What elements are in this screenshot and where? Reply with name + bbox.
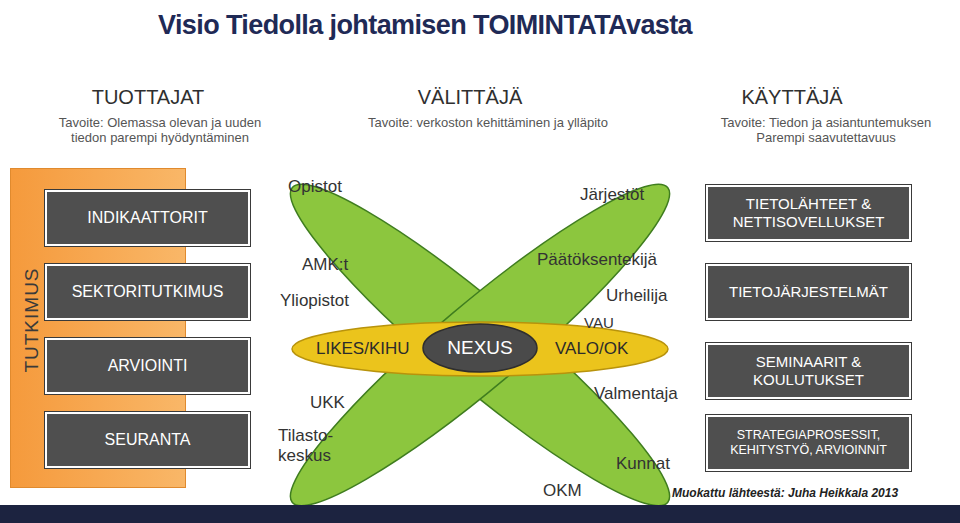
column-header: VÄLITTÄJÄ: [360, 86, 580, 109]
actor-label: UKK: [310, 393, 370, 413]
actor-label: Järjestöt: [580, 185, 680, 205]
actor-label: Valmentaja: [594, 384, 704, 404]
column-header: TUOTTAJAT: [40, 86, 256, 109]
actor-label: AMK:t: [302, 255, 392, 275]
node-label: SEMINAARIT & KOULUTUKSET: [716, 353, 901, 389]
actor-label: Opistot: [288, 177, 378, 197]
actor-label: VALO/OK: [555, 339, 655, 359]
node-label: TIETOJÄRJESTELMÄT: [729, 283, 888, 301]
node-label: ARVIOINTI: [108, 356, 188, 375]
user-box: TIETOLÄHTEET & NETTISOVELLUKSET: [706, 185, 911, 241]
actor-label: OKM: [543, 481, 603, 501]
column-header: Tavoite: Olemassa olevan ja uuden tiedon…: [50, 116, 270, 146]
user-box: TIETOJÄRJESTELMÄT: [706, 264, 911, 320]
node-label: SEURANTA: [105, 430, 191, 449]
footer-bar: [0, 505, 960, 523]
diagram-title: Visio Tiedolla johtamisen TOIMINTATAvast…: [158, 10, 692, 41]
nexus-shape: [423, 324, 537, 372]
research-box: SEKTORITUTKIMUS: [45, 264, 250, 320]
actor-label: Tilasto- keskus: [278, 426, 352, 465]
actor-label: Kunnat: [616, 454, 706, 474]
column-header: KÄYTTÄJÄ: [682, 86, 902, 109]
band-title: TUTKIMUS: [21, 265, 43, 375]
node-label: INDIKAATTORIT: [87, 208, 207, 227]
node-label: TIETOLÄHTEET & NETTISOVELLUKSET: [716, 195, 901, 231]
node-label: NEXUS: [447, 337, 512, 360]
actor-label: Päätöksentekijä: [537, 250, 687, 270]
node-label: STRATEGIAPROSESSIT, KEHITYSTYÖ, ARVIOINN…: [716, 428, 901, 458]
research-box: ARVIOINTI: [45, 338, 250, 394]
actor-label: VAU: [584, 314, 634, 331]
user-box: STRATEGIAPROSESSIT, KEHITYSTYÖ, ARVIOINN…: [706, 415, 911, 471]
actor-label: Urheilija: [606, 286, 706, 306]
research-box: SEURANTA: [45, 412, 250, 468]
research-box: INDIKAATTORIT: [45, 190, 250, 246]
source-note: Muokattu lähteestä: Juha Heikkala 2013: [672, 487, 952, 501]
column-header: Tavoite: Tiedon ja asiantuntemuksen Pare…: [700, 116, 952, 146]
actor-label: LIKES/KIHU: [316, 339, 426, 359]
user-box: SEMINAARIT & KOULUTUKSET: [706, 343, 911, 399]
actor-label: Yliopistot: [280, 291, 390, 311]
node-label: SEKTORITUTKIMUS: [72, 282, 224, 301]
column-header: Tavoite: verkoston kehittäminen ja ylläp…: [368, 116, 608, 131]
nexus-ellipse: NEXUS: [422, 323, 538, 373]
